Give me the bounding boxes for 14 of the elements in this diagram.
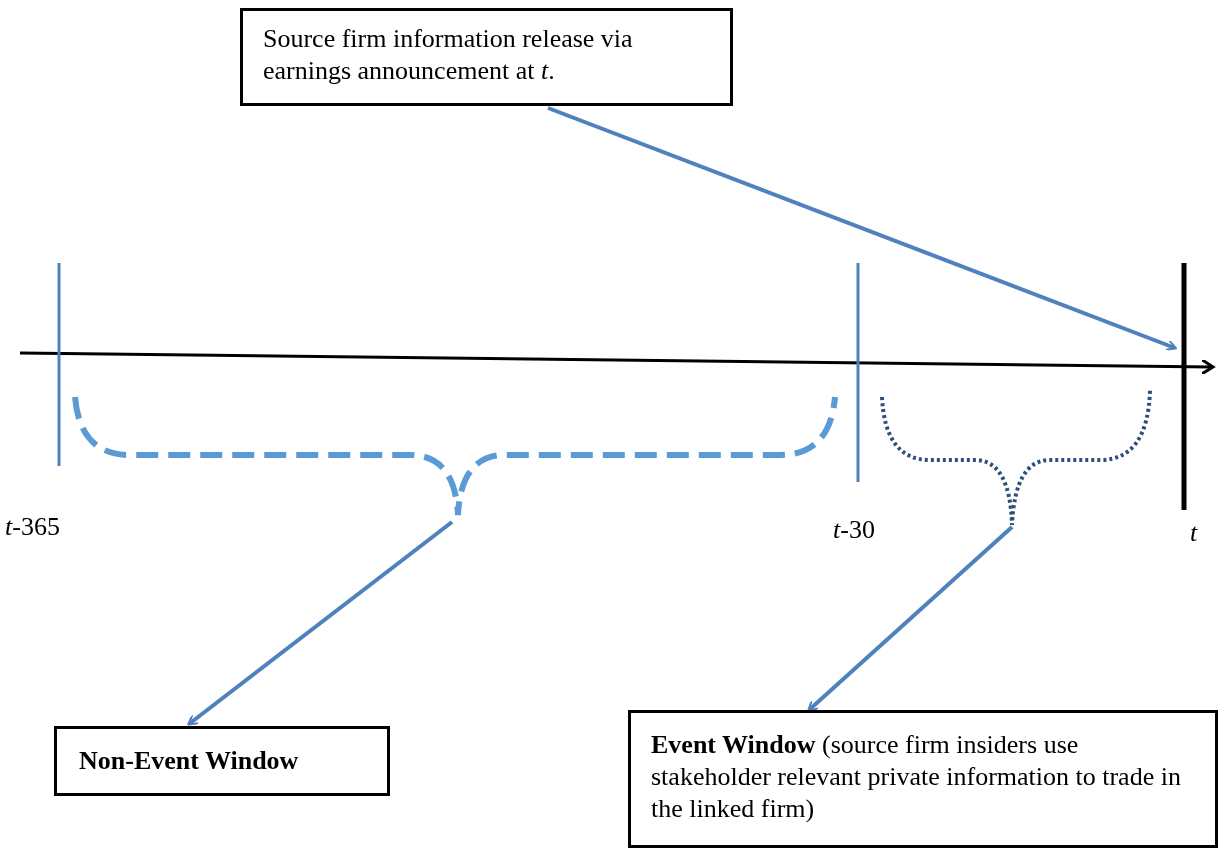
box-title: Non-Event Window xyxy=(79,745,300,777)
box-text: Event Window (source firm insiders use stakeholder relevant private information to trade in the linked firm) xyxy=(651,729,1182,825)
text-box xyxy=(628,710,1218,848)
tick-label: t xyxy=(1190,518,1198,548)
dotted-brace xyxy=(880,389,1152,527)
tick-label: t-30 xyxy=(833,515,875,545)
box-text: Source firm information release via earnings announcement at t. xyxy=(263,23,634,87)
tick-label: t-365 xyxy=(5,512,60,542)
text-box xyxy=(54,726,390,796)
dashed-brace xyxy=(72,396,838,518)
arrow xyxy=(807,525,1014,712)
arrow xyxy=(547,106,1177,351)
text-box xyxy=(240,8,733,106)
arrow xyxy=(187,520,454,726)
